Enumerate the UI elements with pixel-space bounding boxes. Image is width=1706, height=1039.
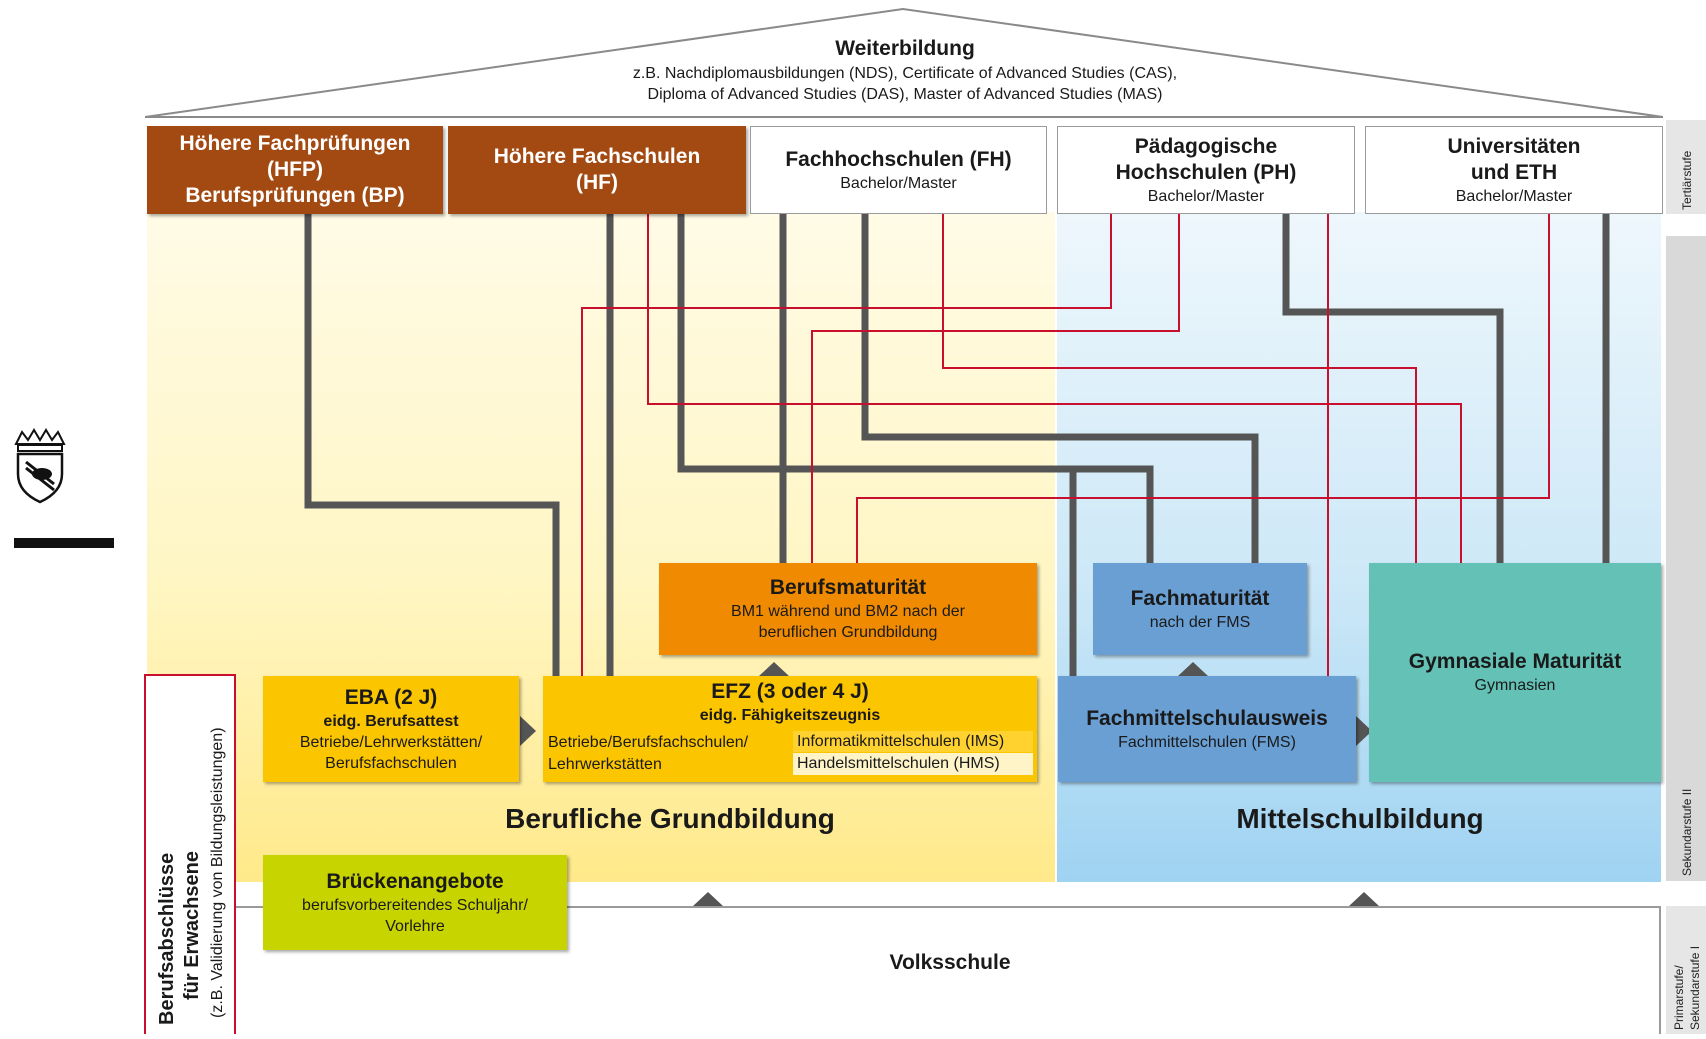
fm-sub: nach der FMS	[1149, 613, 1251, 631]
uni-sub: Bachelor/Master	[1455, 187, 1573, 205]
eba-sub: eidg. Berufsattest	[323, 712, 459, 730]
bm-line-2: beruflichen Grundbildung	[758, 624, 938, 641]
emblem-divider	[14, 538, 114, 548]
hfp-line-1: Höhere Fachprüfungen	[179, 132, 411, 155]
roof-line-2: Diploma of Advanced Studies (DAS), Maste…	[647, 86, 1163, 103]
mittelschulbildung-label: Mittelschulbildung	[1236, 803, 1484, 834]
bm-title: Berufsmaturität	[769, 576, 927, 599]
uni-box[interactable]: Universitäten und ETH Bachelor/Master	[1365, 126, 1663, 214]
ph-box[interactable]: Pädagogische Hochschulen (PH) Bachelor/M…	[1057, 126, 1355, 214]
hfp-box[interactable]: Höhere Fachprüfungen (HFP) Berufsprüfung…	[147, 126, 443, 214]
berufliche-grundbildung-label: Berufliche Grundbildung	[505, 803, 835, 834]
bridge-title: Brückenangebote	[326, 869, 504, 893]
gm-sub: Gymnasien	[1474, 677, 1556, 694]
level-band-tertiary	[1666, 120, 1706, 214]
adult-qualifications-box[interactable]	[144, 674, 236, 1034]
adult-line-3: (z.B. Validierung von Bildungsleistungen…	[209, 727, 226, 1018]
eba-title: EBA (2 J)	[344, 685, 438, 709]
level-label-sek1: Sekundarstufe I	[1688, 945, 1702, 1030]
eba-box[interactable]: EBA (2 J) eidg. Berufsattest Betriebe/Le…	[263, 676, 519, 782]
gm-title: Gymnasiale Maturität	[1408, 650, 1622, 673]
hf-line-1: Höhere Fachschulen	[493, 145, 701, 168]
uni-line-2: und ETH	[1470, 160, 1558, 184]
efz-left-line-2: Lehrwerkstätten	[548, 756, 662, 773]
hfp-line-2: (HFP)	[267, 158, 323, 181]
hms-label: Handelsmittelschulen (HMS)	[793, 753, 1033, 775]
efz-left-line-1: Betriebe/Berufsfachschulen/	[548, 734, 749, 751]
adult-line-2: für Erwachsene	[181, 851, 203, 1000]
ims-label: Informatikmittelschulen (IMS)	[793, 731, 1033, 752]
bm-line-1: BM1 während und BM2 nach der	[731, 603, 965, 620]
adult-line-1: Berufsabschlüsse	[156, 852, 178, 1025]
roof-line-1: z.B. Nachdiplomausbildungen (NDS), Certi…	[632, 65, 1178, 82]
level-label-prim: Primarstufe/	[1672, 965, 1686, 1030]
hfp-line-3: Berufsprüfungen (BP)	[185, 184, 405, 207]
gymnasiale-maturitaet-box[interactable]: Gymnasiale Maturität Gymnasien	[1369, 563, 1661, 782]
fms-sub: Fachmittelschulen (FMS)	[1118, 733, 1296, 751]
fm-title: Fachmaturität	[1130, 586, 1270, 610]
berufsmaturitaet-box[interactable]: Berufsmaturität BM1 während und BM2 nach…	[659, 563, 1037, 655]
volksschule-label: Volksschule	[889, 951, 1011, 974]
uni-line-1: Universitäten	[1447, 134, 1581, 158]
fms-title: Fachmittelschulausweis	[1086, 706, 1328, 730]
hf-line-2: (HF)	[576, 171, 618, 194]
hf-box[interactable]: Höhere Fachschulen (HF)	[448, 126, 746, 214]
roof	[144, 7, 1664, 120]
fh-box[interactable]: Fachhochschulen (FH) Bachelor/Master	[750, 126, 1047, 214]
bridge-line-1: berufsvorbereitendes Schuljahr/	[302, 896, 528, 914]
eba-line-1: Betriebe/Lehrwerkstätten/	[299, 733, 483, 751]
ph-sub: Bachelor/Master	[1147, 187, 1265, 205]
efz-sub: eidg. Fähigkeitszeugnis	[699, 707, 881, 724]
ph-line-2: Hochschulen (PH)	[1115, 160, 1297, 184]
level-label-sek2: Sekundarstufe II	[1680, 788, 1694, 876]
efz-title: EFZ (3 oder 4 J)	[711, 680, 869, 703]
fms-box[interactable]: Fachmittelschulausweis Fachmittelschulen…	[1058, 676, 1356, 782]
level-band-prim	[1666, 906, 1706, 1034]
canton-bern-coat-of-arms	[14, 428, 66, 514]
ph-line-1: Pädagogische	[1134, 134, 1278, 158]
fachmaturitaet-box[interactable]: Fachmaturität nach der FMS	[1093, 563, 1307, 655]
level-label-tertiary: Tertiärstufe	[1680, 150, 1694, 210]
level-band-sek2	[1666, 236, 1706, 881]
roof-title: Weiterbildung	[835, 37, 975, 60]
eba-line-2: Berufsfachschulen	[325, 754, 457, 772]
fh-title: Fachhochschulen (FH)	[785, 147, 1012, 171]
fh-sub: Bachelor/Master	[840, 174, 957, 192]
brueckenangebote-box[interactable]: Brückenangebote berufsvorbereitendes Sch…	[263, 855, 567, 950]
bridge-line-2: Vorlehre	[385, 917, 445, 935]
